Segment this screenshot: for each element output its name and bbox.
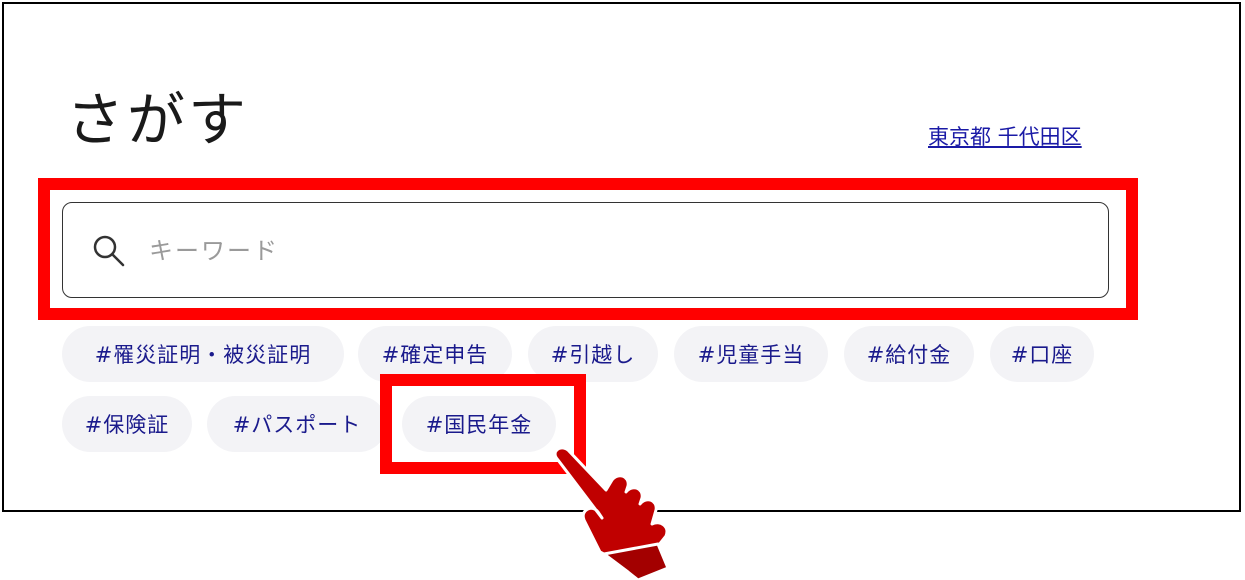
hand-pointer-icon bbox=[553, 446, 670, 580]
area-link[interactable]: 東京都 千代田区 bbox=[928, 125, 1082, 149]
tag-bank-account[interactable]: #口座 bbox=[990, 326, 1094, 382]
search-field[interactable] bbox=[62, 202, 1109, 298]
tag-passport[interactable]: #パスポート bbox=[207, 396, 387, 452]
tag-disaster-certificate[interactable]: #罹災証明・被災証明 bbox=[62, 326, 344, 382]
tag-moving[interactable]: #引越し bbox=[528, 326, 658, 382]
tag-tax-return[interactable]: #確定申告 bbox=[358, 326, 512, 382]
page-title: さがす bbox=[66, 86, 250, 154]
tag-insurance-card[interactable]: #保険証 bbox=[62, 396, 192, 452]
tag-child-allowance[interactable]: #児童手当 bbox=[674, 326, 828, 382]
search-input[interactable] bbox=[147, 227, 1051, 275]
search-icon bbox=[93, 235, 125, 267]
tag-national-pension[interactable]: #国民年金 bbox=[402, 396, 556, 452]
tag-benefit[interactable]: #給付金 bbox=[844, 326, 974, 382]
